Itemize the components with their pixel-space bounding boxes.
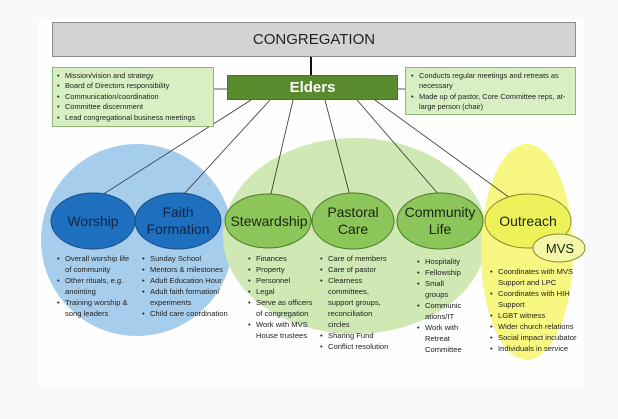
note-item: Made up of pastor, Core Committee reps, … (410, 92, 572, 113)
duty-item: Personnel (247, 275, 319, 286)
duty-item: Other rituals, e.g. anointing (56, 275, 136, 297)
mvs-node[interactable] (532, 233, 586, 263)
elders-community-connector (356, 99, 441, 197)
elders-outreach-connector (374, 99, 511, 199)
duty-item: Work with Retreat Committee (416, 322, 466, 355)
duty-item: Fellowship (416, 267, 466, 278)
note-item: Communication/coordination (56, 92, 210, 103)
outreach-duties: Coordinates with MVS Support and LPC Coo… (489, 266, 579, 354)
duty-item: Conflict resolution (319, 341, 391, 352)
elders-box[interactable]: Elders (227, 75, 398, 100)
duty-item: Adult faith formation/ experiments (141, 286, 231, 308)
duty-item: Clearness committees, support groups, re… (319, 275, 391, 330)
pastoral-care-duties: Care of members Care of pastor Clearness… (319, 253, 391, 352)
duty-item: Hospitality (416, 256, 466, 267)
elders-pastoral-connector (324, 99, 351, 197)
duty-item: Small groups (416, 278, 466, 300)
elders-faith-connector (182, 99, 271, 196)
duty-item: Communic ations/IT (416, 300, 466, 322)
duty-item: Child care coordination (141, 308, 231, 319)
duty-item: Work with MVS House trustees (247, 319, 319, 341)
duty-item: Care of pastor (319, 264, 391, 275)
faith-formation-duties: Sunday School Mentors & milestones Adult… (141, 253, 231, 319)
duty-item: Social impact incubator (489, 332, 579, 343)
note-item: Conducts regular meetings and retreats a… (410, 71, 572, 92)
congregation-box[interactable]: CONGREGATION (52, 22, 576, 57)
elders-label: Elders (289, 79, 336, 96)
elders-composition-note: Conducts regular meetings and retreats a… (405, 67, 576, 115)
duty-item: Overall worship life of community (56, 253, 136, 275)
duty-item: Wider church relations (489, 321, 579, 332)
note-item: Board of Directors responsibility (56, 81, 210, 92)
duty-item: Coordinates with MVS Support and LPC (489, 266, 579, 288)
duty-item: Sunday School (141, 253, 231, 264)
faith-formation-node[interactable] (134, 192, 222, 250)
duty-item: Care of members (319, 253, 391, 264)
duty-item: Legal (247, 286, 319, 297)
duty-item: Mentors & milestones (141, 264, 231, 275)
duty-item: Coordinates with HIH Support (489, 288, 579, 310)
pastoral-care-node[interactable] (311, 192, 395, 250)
community-life-duties: Hospitality Fellowship Small groups Comm… (416, 256, 466, 355)
worship-node[interactable] (50, 192, 136, 250)
congregation-title: CONGREGATION (252, 31, 376, 48)
duty-item: Finances (247, 253, 319, 264)
duty-item: Serve as officers of congregation (247, 297, 319, 319)
duty-item: LGBT witness (489, 310, 579, 321)
note-item: Committee discernment (56, 102, 210, 113)
note-item: Lead congregational business meetings (56, 113, 210, 124)
stewardship-duties: Finances Property Personnel Legal Serve … (247, 253, 319, 341)
elders-duties-note: Mission/vision and strategy Board of Dir… (52, 67, 214, 127)
duty-item: Property (247, 264, 319, 275)
duty-item: Training worship & song leaders (56, 297, 136, 319)
community-life-node[interactable] (396, 192, 484, 250)
elders-worship-connector (101, 99, 252, 196)
elders-stewardship-connector (269, 99, 294, 199)
note-item: Mission/vision and strategy (56, 71, 210, 82)
duty-item: Individuals in service (489, 343, 579, 354)
stewardship-node[interactable] (224, 193, 312, 249)
duty-item: Adult Education Hour (141, 275, 231, 286)
duty-item: Sharing Fund (319, 330, 391, 341)
worship-duties: Overall worship life of community Other … (56, 253, 136, 319)
